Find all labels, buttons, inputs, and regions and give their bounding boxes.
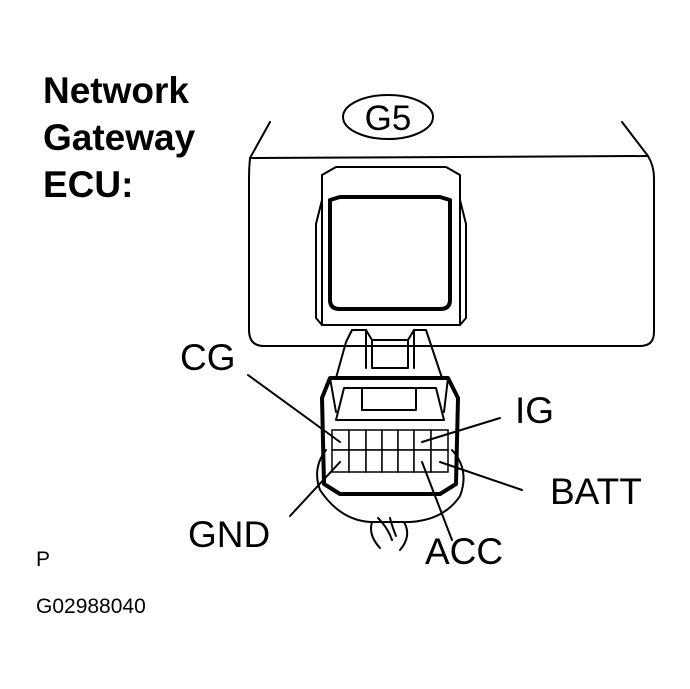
pin-label-acc: ACC [425,531,503,572]
title-line-2: Gateway [43,117,196,158]
pin-label-gnd: GND [188,514,270,555]
acc-leader [421,461,453,541]
pin-cell [348,429,367,451]
plug-connector [320,329,460,496]
pin-cell [348,449,367,473]
pin-cell [381,429,399,451]
pin-label-batt: BATT [550,471,642,512]
figure-code: G02988040 [36,595,146,618]
pin-cell [413,449,432,473]
leader-lines [247,374,523,541]
title-line-3: ECU: [43,164,133,205]
pin-cell [331,429,350,451]
pin-cavity-grid [331,429,449,473]
ecu-housing [248,121,655,347]
wire-harness [316,449,465,551]
title-line-1: Network [43,70,189,111]
pin-cell [365,429,383,451]
ecu-socket [315,166,467,326]
connector-id-badge: G5 [342,94,434,140]
pin-cell [365,449,383,473]
ig-leader [421,417,501,443]
view-mark: P [36,548,50,571]
pin-cell [381,449,399,473]
cg-leader [247,374,341,443]
pin-cell [430,449,449,473]
pin-cell [397,429,415,451]
pin-cell [397,449,415,473]
gnd-leader [289,461,341,517]
connector-id: G5 [365,99,412,138]
batt-leader [439,461,523,491]
pin-label-ig: IG [515,390,554,431]
pin-label-cg: CG [180,337,236,378]
pin-cell [430,429,449,451]
